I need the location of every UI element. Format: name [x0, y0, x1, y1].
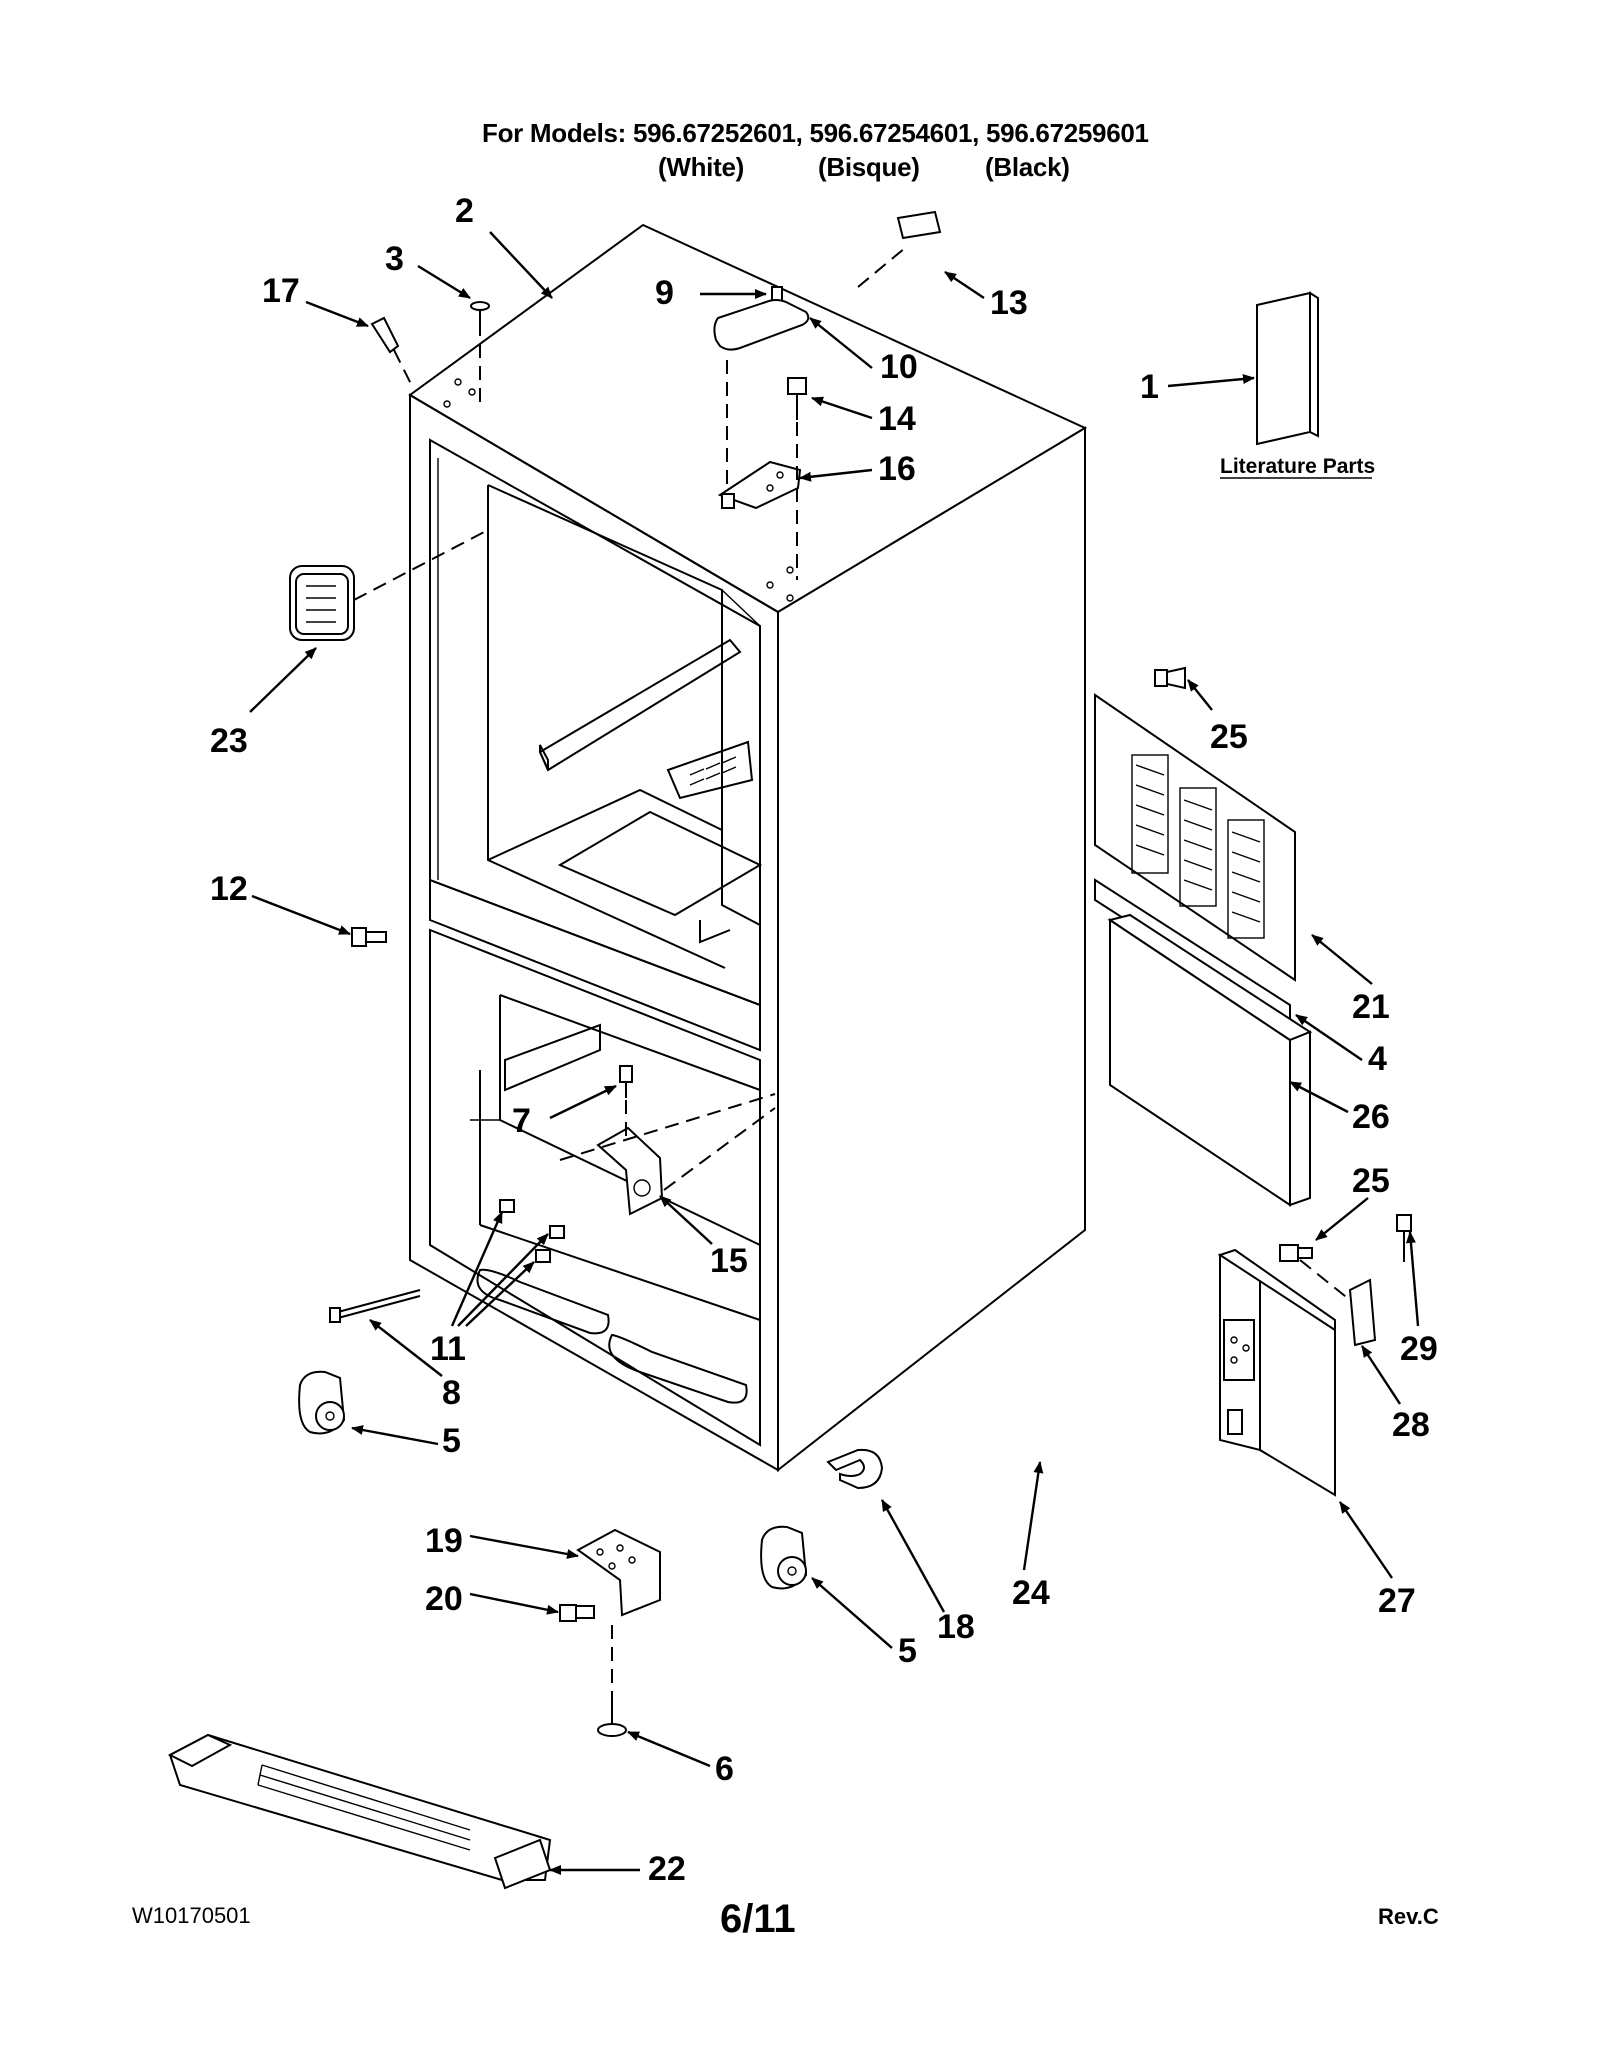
- callout-10: 10: [880, 348, 918, 386]
- callout-19: 19: [425, 1522, 463, 1560]
- screw-25-upper-icon: [1154, 666, 1186, 690]
- callout-11: 11: [430, 1330, 466, 1368]
- page-number: 6/11: [720, 1897, 796, 1941]
- callout-8: 8: [442, 1374, 461, 1412]
- control-23-icon: [289, 565, 355, 641]
- callout-9: 9: [655, 274, 674, 312]
- callout-21: 21: [1352, 988, 1390, 1026]
- callout-26: 26: [1352, 1098, 1390, 1136]
- callout-12: 12: [210, 870, 248, 908]
- hinge-assembly: [713, 286, 810, 510]
- leveling-bracket-group: [559, 1528, 661, 1737]
- leader-arrows: [249, 231, 1420, 1875]
- callout-17: 17: [262, 272, 300, 310]
- callout-14: 14: [878, 400, 916, 438]
- callout-22: 22: [648, 1850, 686, 1888]
- callout-1: 1: [1140, 368, 1159, 406]
- revision: Rev.C: [1378, 1904, 1439, 1929]
- callout-4: 4: [1368, 1040, 1387, 1078]
- callout-25-upper: 25: [1210, 718, 1248, 756]
- callout-6: 6: [715, 1750, 734, 1788]
- hose-24-icon: [1039, 1345, 1083, 1475]
- callout-7: 7: [512, 1102, 531, 1140]
- screw-12-icon: [351, 927, 387, 947]
- toe-grille-22-icon: [167, 1733, 552, 1890]
- lower-bracket-assembly: [329, 1065, 664, 1323]
- callout-16: 16: [878, 450, 916, 488]
- callout-15: 15: [710, 1242, 748, 1280]
- callout-5-left: 5: [442, 1422, 461, 1460]
- screw-3-icon: [470, 301, 490, 322]
- color-black: (Black): [985, 152, 1070, 182]
- callout-2: 2: [455, 192, 474, 230]
- callout-20: 20: [425, 1580, 463, 1618]
- callout-23: 23: [210, 722, 248, 760]
- callout-24: 24: [1012, 1574, 1050, 1612]
- caster-left-icon: [298, 1370, 346, 1435]
- models-header: For Models: 596.67252601, 596.67254601, …: [482, 118, 1149, 148]
- color-white: (White): [658, 152, 744, 182]
- callout-28: 28: [1392, 1406, 1430, 1444]
- callout-29: 29: [1400, 1330, 1438, 1368]
- callout-labels: 1 2 3 9 13 17 10 14 16 23 25 12 21 4 7 2…: [210, 192, 1438, 1888]
- callout-27: 27: [1378, 1582, 1416, 1620]
- refrigerator-cabinet: [408, 223, 1088, 1473]
- clip-18-icon: [826, 1448, 884, 1490]
- callout-13: 13: [990, 284, 1028, 322]
- electrical-box-group: [1217, 1214, 1412, 1497]
- document-number: W10170501: [132, 1903, 251, 1928]
- caster-right-icon: [760, 1525, 808, 1590]
- literature-parts-label: Literature Parts: [1220, 455, 1375, 478]
- label-13-icon: [896, 210, 942, 240]
- strip-17-icon: [370, 316, 400, 354]
- callout-25-lower: 25: [1352, 1162, 1390, 1200]
- color-bisque: (Bisque): [818, 152, 920, 182]
- callout-18: 18: [937, 1608, 975, 1646]
- callout-3: 3: [385, 240, 404, 278]
- rear-panel-group: [1094, 693, 1313, 1207]
- callout-5-right: 5: [898, 1632, 917, 1670]
- literature-book-icon: [1256, 291, 1319, 446]
